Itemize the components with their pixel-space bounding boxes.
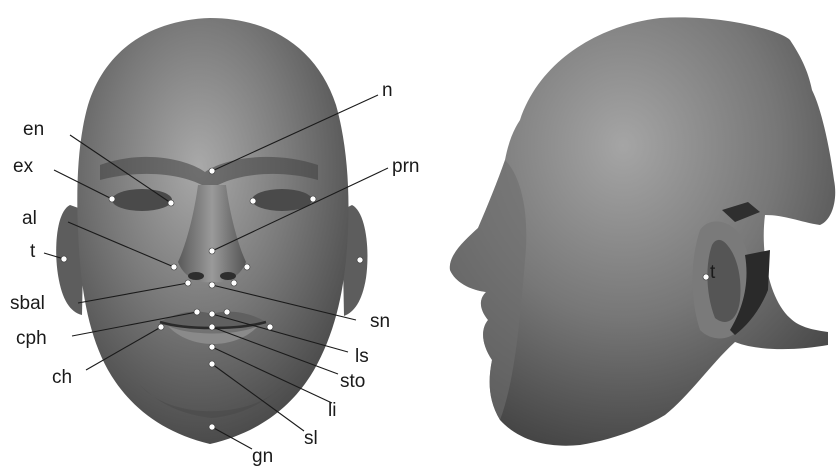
profile-face-view [450, 17, 835, 445]
ls-label: ls [355, 346, 369, 367]
ls-landmark-dot [209, 311, 215, 317]
profile-t-landmark-dot [703, 274, 709, 280]
right-sbal-landmark-dot [231, 280, 237, 286]
cph-label: cph [16, 328, 47, 349]
gn-label: gn [252, 446, 273, 467]
left-nostril [188, 272, 204, 280]
profile-t-label: t [710, 262, 716, 283]
t-landmark-dot [61, 256, 67, 262]
ex-landmark-dot [109, 196, 115, 202]
right-al-landmark-dot [244, 264, 250, 270]
right-ch-landmark-dot [267, 324, 273, 330]
sn-label: sn [370, 311, 390, 332]
sto-label: sto [340, 371, 365, 392]
ch-landmark-dot [158, 324, 164, 330]
al-landmark-dot [171, 264, 177, 270]
n-label: n [382, 80, 393, 101]
right-cph-landmark-dot [224, 309, 230, 315]
gn-landmark-dot [209, 424, 215, 430]
sl-label: sl [304, 428, 318, 449]
sl-landmark-dot [209, 361, 215, 367]
right-t-landmark-dot [357, 257, 363, 263]
prn-label: prn [392, 156, 419, 177]
cph-landmark-dot [194, 309, 200, 315]
frontal-face-view [56, 18, 367, 444]
en-landmark-dot [168, 200, 174, 206]
right-nostril [220, 272, 236, 280]
sbal-landmark-dot [185, 280, 191, 286]
li-landmark-dot [209, 344, 215, 350]
prn-landmark-dot [209, 248, 215, 254]
ex-label: ex [13, 156, 34, 177]
left-eye-socket [112, 189, 172, 211]
sn-landmark-dot [209, 282, 215, 288]
ch-label: ch [52, 367, 72, 388]
en-label: en [23, 119, 44, 140]
right-ex-landmark-dot [310, 196, 316, 202]
sbal-label: sbal [10, 293, 45, 314]
al-label: al [22, 208, 37, 229]
n-landmark-dot [209, 168, 215, 174]
sto-landmark-dot [209, 324, 215, 330]
li-label: li [328, 400, 336, 421]
t-label: t [30, 241, 36, 262]
right-en-landmark-dot [250, 198, 256, 204]
